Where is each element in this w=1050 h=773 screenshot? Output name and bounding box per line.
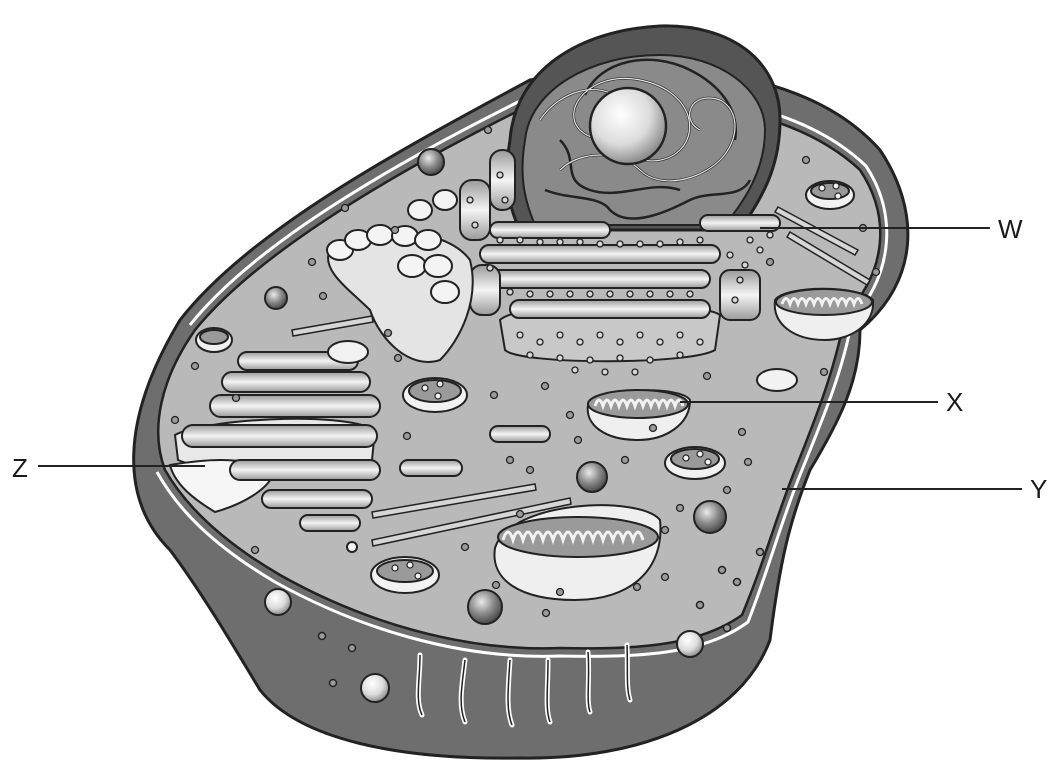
label-y: Y (1030, 476, 1047, 502)
label-z: Z (12, 455, 28, 481)
nucleolus (590, 88, 666, 164)
label-w: W (998, 216, 1023, 242)
label-x: X (946, 389, 963, 415)
